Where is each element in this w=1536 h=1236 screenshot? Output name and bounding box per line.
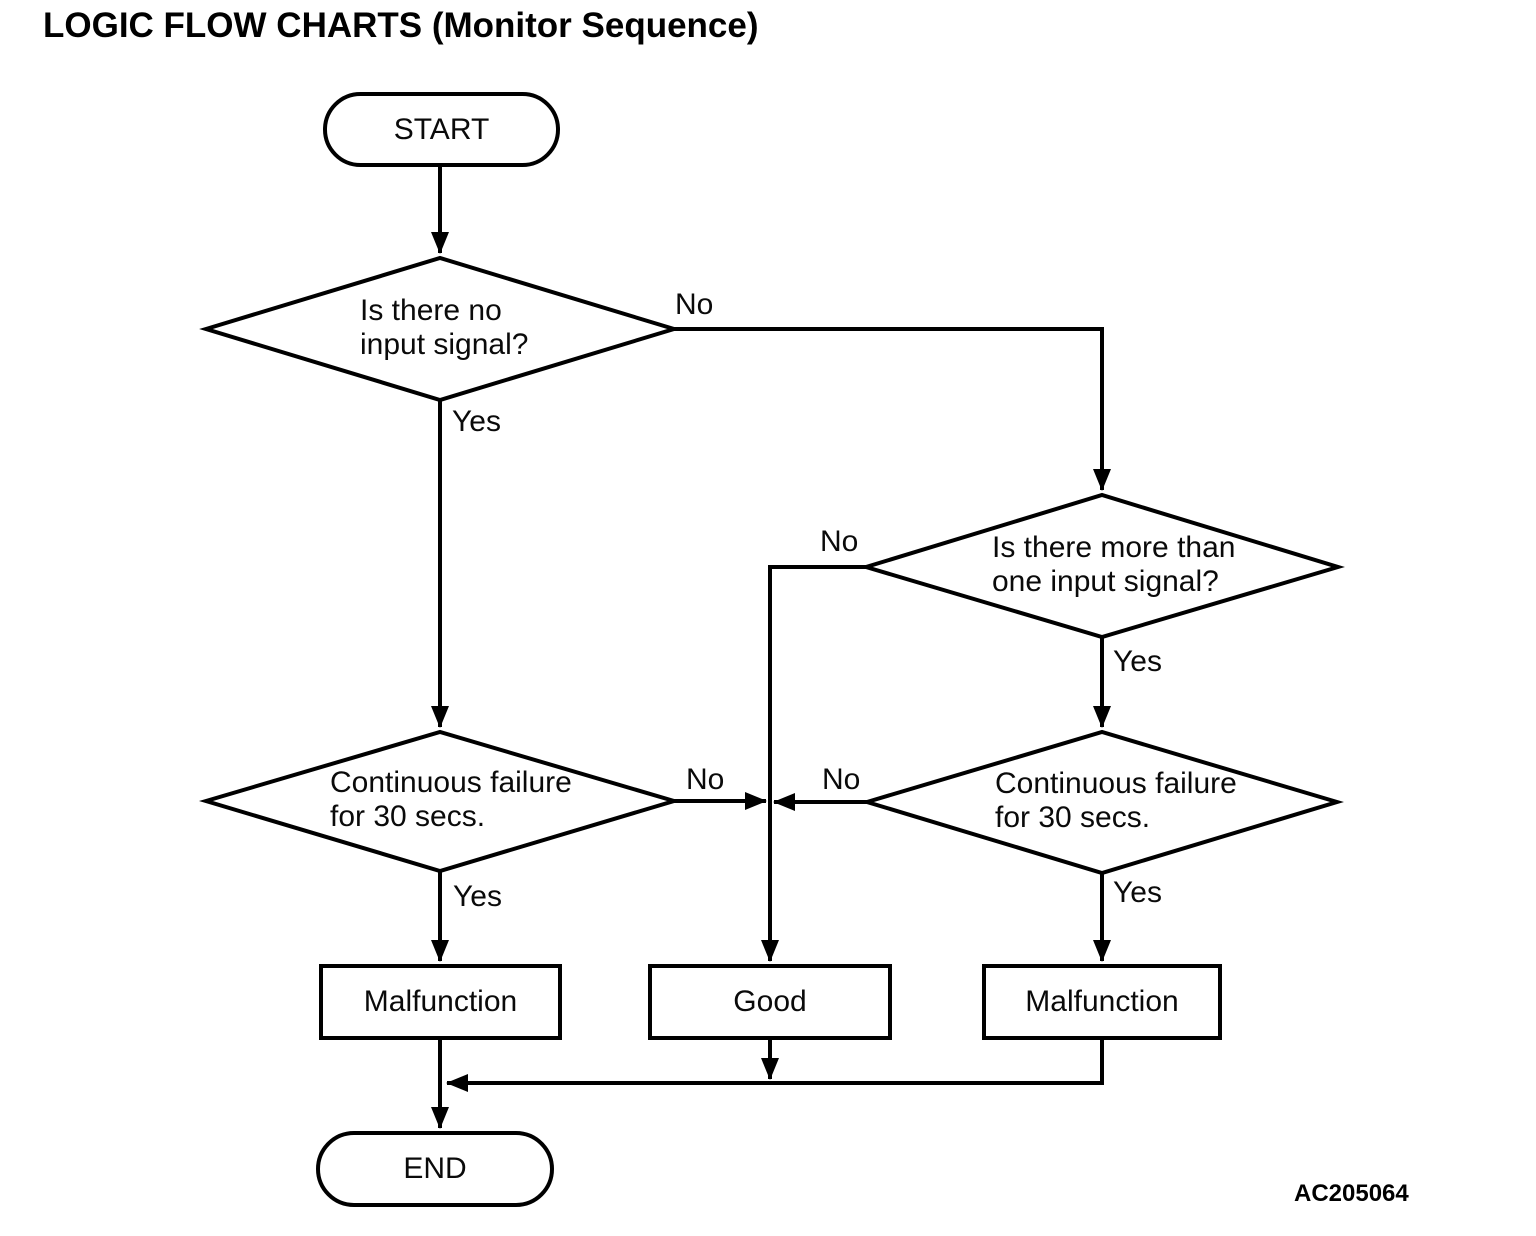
malfunction-right-shape	[982, 964, 1222, 1040]
page-title: LOGIC FLOW CHARTS (Monitor Sequence)	[43, 6, 759, 45]
edge-label-more-than-one-no: No	[820, 525, 859, 558]
connector-no-input-no	[674, 327, 1111, 491]
edge-label-cont-fail-right-no: No	[822, 763, 861, 796]
edge-label-no-input-no: No	[675, 288, 714, 321]
start-node-shape	[323, 92, 560, 167]
edge-label-cont-fail-left-yes: Yes	[453, 880, 502, 913]
decision-cont-fail-left-label: Continuous failure for 30 secs.	[330, 766, 572, 833]
edge-label-cont-fail-right-yes: Yes	[1113, 876, 1162, 909]
good-label: Good	[733, 985, 807, 1018]
malfunction-left-shape	[319, 964, 562, 1040]
malfunction-right-label: Malfunction	[1025, 985, 1179, 1018]
decision-more-than-one-shape	[859, 492, 1345, 640]
decision-more-than-one-label: Is there more than one input signal?	[992, 531, 1236, 598]
decision-cont-fail-right-shape	[860, 729, 1344, 876]
decision-cont-fail-right-label: Continuous failure for 30 secs.	[995, 767, 1237, 834]
connector-more-than-one-no	[761, 565, 866, 962]
malfunction-left-label: Malfunction	[363, 985, 518, 1018]
figure-code: AC205064	[1294, 1180, 1409, 1207]
decision-no-input-label: Is there no input signal?	[360, 294, 529, 361]
end-label: END	[403, 1152, 467, 1185]
edge-label-cont-fail-left-no: No	[686, 763, 725, 796]
edge-label-no-input-yes: Yes	[452, 405, 501, 438]
start-label: START	[393, 112, 490, 146]
connector-malfunction-right-to-merge	[446, 1038, 1104, 1092]
end-node-shape	[316, 1131, 554, 1207]
edge-label-more-than-one-yes: Yes	[1113, 645, 1162, 678]
